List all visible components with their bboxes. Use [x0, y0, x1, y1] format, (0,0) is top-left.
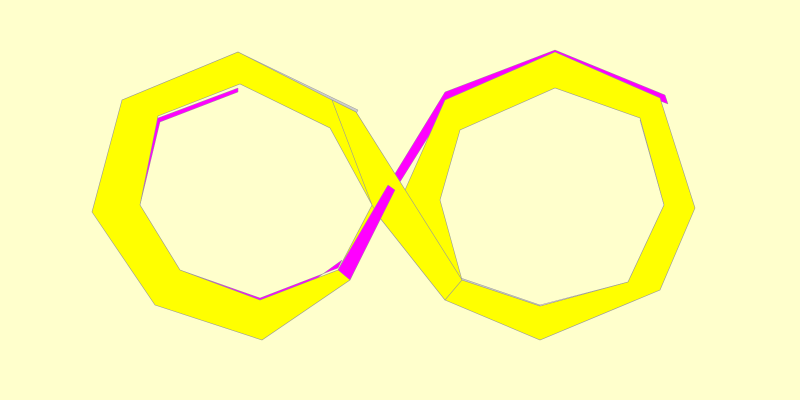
crossing-front-band: [331, 99, 463, 301]
crossing-back-side-face: [337, 184, 396, 281]
